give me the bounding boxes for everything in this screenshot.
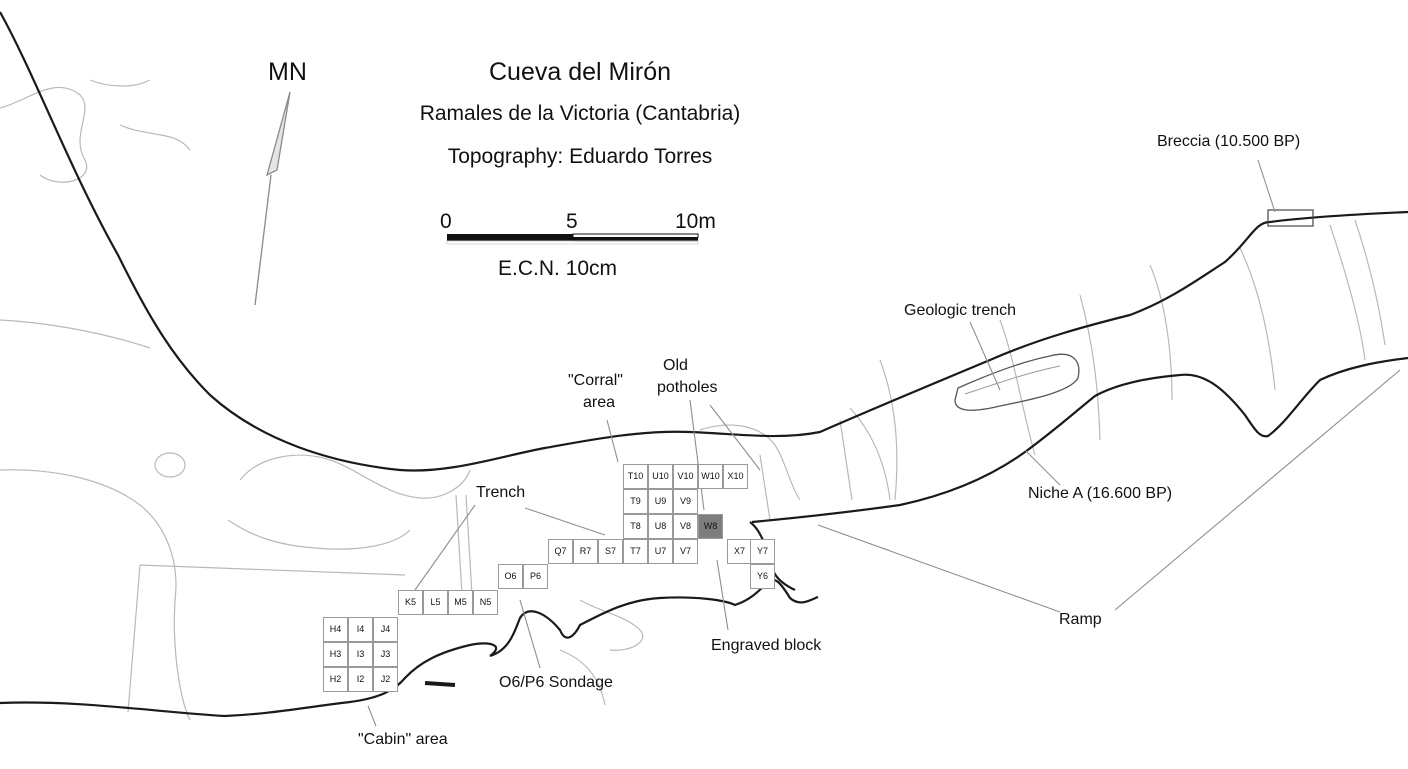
grid-square: S7 xyxy=(598,539,623,564)
north-arrow xyxy=(254,91,291,306)
grid-square: Q7 xyxy=(548,539,573,564)
geologic-trench-outline xyxy=(954,353,1080,411)
label-potholes-line2: potholes xyxy=(657,379,718,396)
scale-bar xyxy=(446,233,699,245)
breccia-box xyxy=(1267,209,1314,227)
grid-square: U10 xyxy=(648,464,673,489)
grid-square: H2 xyxy=(323,667,348,692)
map-credit: Topography: Eduardo Torres xyxy=(447,145,713,168)
grid-square: P6 xyxy=(523,564,548,589)
label-cabin-area: "Cabin" area xyxy=(358,731,448,748)
grid-square: J3 xyxy=(373,642,398,667)
scale-tick-0: 0 xyxy=(440,210,452,233)
label-niche-a: Niche A (16.600 BP) xyxy=(1028,485,1173,502)
grid-square: T8 xyxy=(623,514,648,539)
grid-square: Y7 xyxy=(750,539,775,564)
grid-square: V7 xyxy=(673,539,698,564)
grid-square: V9 xyxy=(673,489,698,514)
grid-square: M5 xyxy=(448,590,473,615)
scale-tick-5: 5 xyxy=(566,210,578,233)
grid-square: J2 xyxy=(373,667,398,692)
grid-square: J4 xyxy=(373,617,398,642)
grid-square: I2 xyxy=(348,667,373,692)
engraved-block-square: W8 xyxy=(698,514,723,539)
map-subtitle: Ramales de la Victoria (Cantabria) xyxy=(419,102,741,125)
label-ramp: Ramp xyxy=(1059,611,1102,628)
grid-square: Y6 xyxy=(750,564,775,589)
label-potholes-line1: Old xyxy=(663,357,688,374)
grid-square: N5 xyxy=(473,590,498,615)
grid-square: X7 xyxy=(727,539,752,564)
scale-tick-10: 10m xyxy=(675,210,716,233)
label-geologic-trench: Geologic trench xyxy=(904,302,1017,319)
leader-lines xyxy=(367,159,1401,727)
label-corral-line2: area xyxy=(583,394,616,411)
grid-square: X10 xyxy=(723,464,748,489)
grid-square: O6 xyxy=(498,564,523,589)
magnetic-north-label: MN xyxy=(268,58,307,86)
label-breccia: Breccia (10.500 BP) xyxy=(1157,133,1301,150)
grid-square: K5 xyxy=(398,590,423,615)
grid-square: I4 xyxy=(348,617,373,642)
grid-square: V10 xyxy=(673,464,698,489)
grid-square: T10 xyxy=(623,464,648,489)
grid-square: T9 xyxy=(623,489,648,514)
grid-square: T7 xyxy=(623,539,648,564)
grid-square: H4 xyxy=(323,617,348,642)
grid-square: U7 xyxy=(648,539,673,564)
grid-square: W10 xyxy=(698,464,723,489)
label-engraved-block: Engraved block xyxy=(711,637,822,654)
grid-square: I3 xyxy=(348,642,373,667)
label-sondage: O6/P6 Sondage xyxy=(499,674,613,691)
contour-lines xyxy=(0,79,1386,721)
grid-square: H3 xyxy=(323,642,348,667)
grid-square: U9 xyxy=(648,489,673,514)
grid-square: R7 xyxy=(573,539,598,564)
grid-square: L5 xyxy=(423,590,448,615)
label-corral-line1: "Corral" xyxy=(568,372,623,389)
label-trench: Trench xyxy=(476,484,526,501)
scale-caption: E.C.N. 10cm xyxy=(498,257,618,280)
grid-square: U8 xyxy=(648,514,673,539)
map-title: Cueva del Mirón xyxy=(488,58,672,86)
grid-square: V8 xyxy=(673,514,698,539)
